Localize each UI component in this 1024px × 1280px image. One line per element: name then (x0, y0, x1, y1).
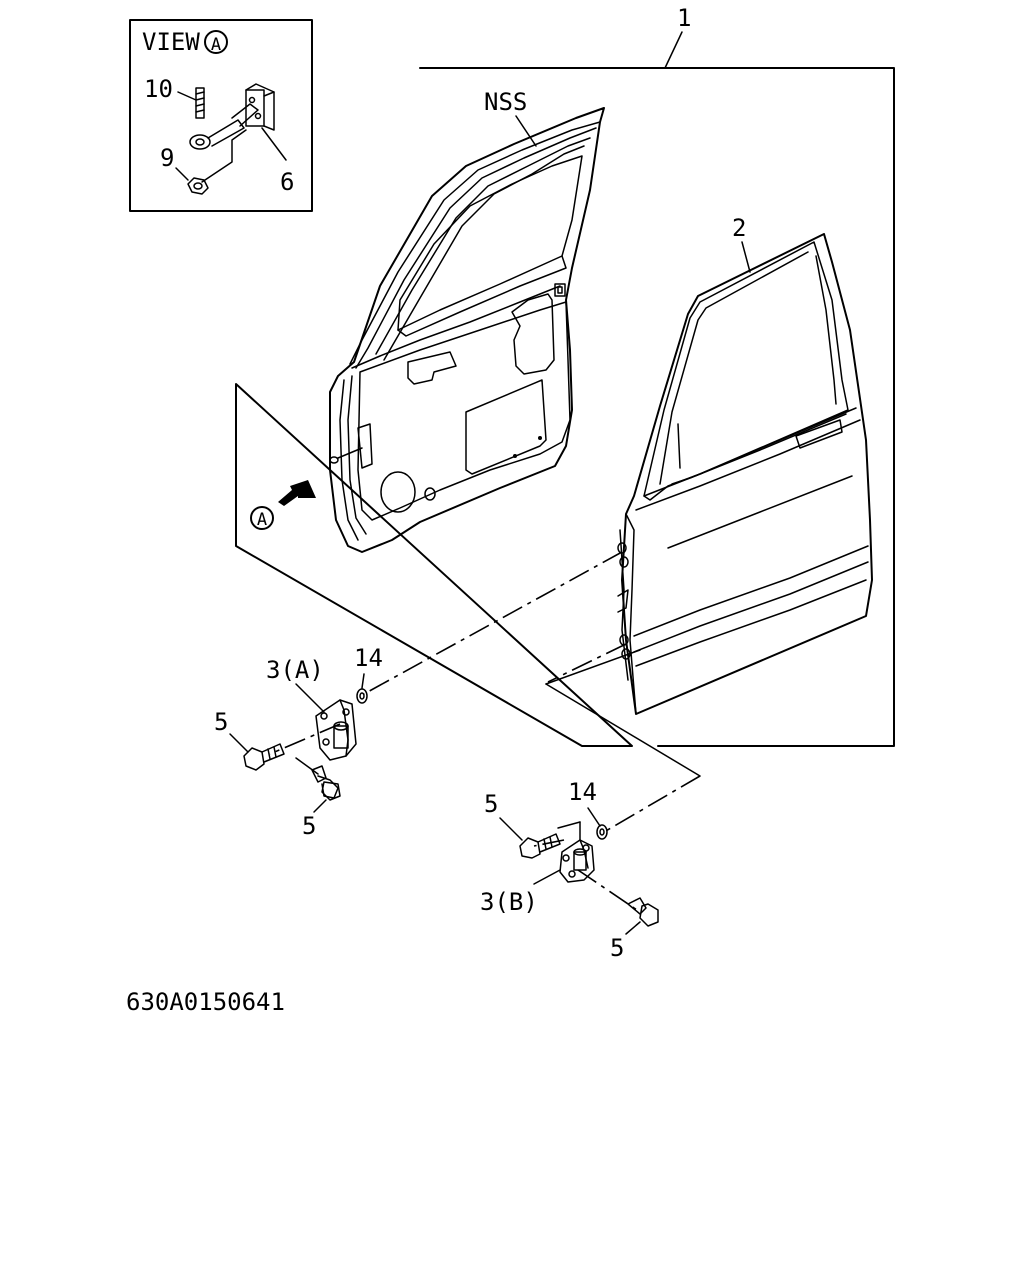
view-marker: A (211, 35, 221, 55)
view-a-arrow: A (250, 480, 316, 530)
door-inner-panel (329, 107, 605, 553)
callout-5a: 5 (214, 708, 228, 736)
callout-3a: 3(A) (266, 656, 324, 684)
bolt-icon (311, 765, 341, 801)
callout-10: 10 (144, 75, 173, 103)
callout-6: 6 (280, 168, 294, 196)
lower-hinge (557, 821, 595, 883)
bolt-icon (627, 897, 659, 927)
arrow-marker: A (257, 510, 267, 530)
bolt-icon (519, 833, 561, 859)
callout-2: 2 (732, 214, 746, 242)
callout-5d: 5 (610, 934, 624, 962)
door-checker-icon (189, 83, 275, 150)
assembly-frame (235, 67, 895, 747)
callout-5b: 5 (302, 812, 316, 840)
view-a-inset: VIEW A 10 6 9 (129, 19, 313, 212)
callout-nss: NSS (484, 88, 527, 116)
callout-14a: 14 (354, 644, 383, 672)
view-label: VIEW (142, 28, 200, 56)
callout-5c: 5 (484, 790, 498, 818)
callout-9: 9 (160, 144, 174, 172)
callout-14b: 14 (568, 778, 597, 806)
washer-icon (356, 688, 368, 704)
stud-bolt-icon (195, 87, 205, 119)
callout-1: 1 (677, 4, 691, 32)
drawing-code: 630A0150641 (126, 988, 285, 1016)
upper-hinge: 3(A) (266, 656, 357, 761)
nut-icon (187, 177, 209, 195)
washer-icon (596, 824, 608, 840)
callout-3b: 3(B) (480, 888, 538, 916)
door-outer-shell: 2 (545, 214, 873, 777)
bolt-icon (243, 743, 285, 771)
